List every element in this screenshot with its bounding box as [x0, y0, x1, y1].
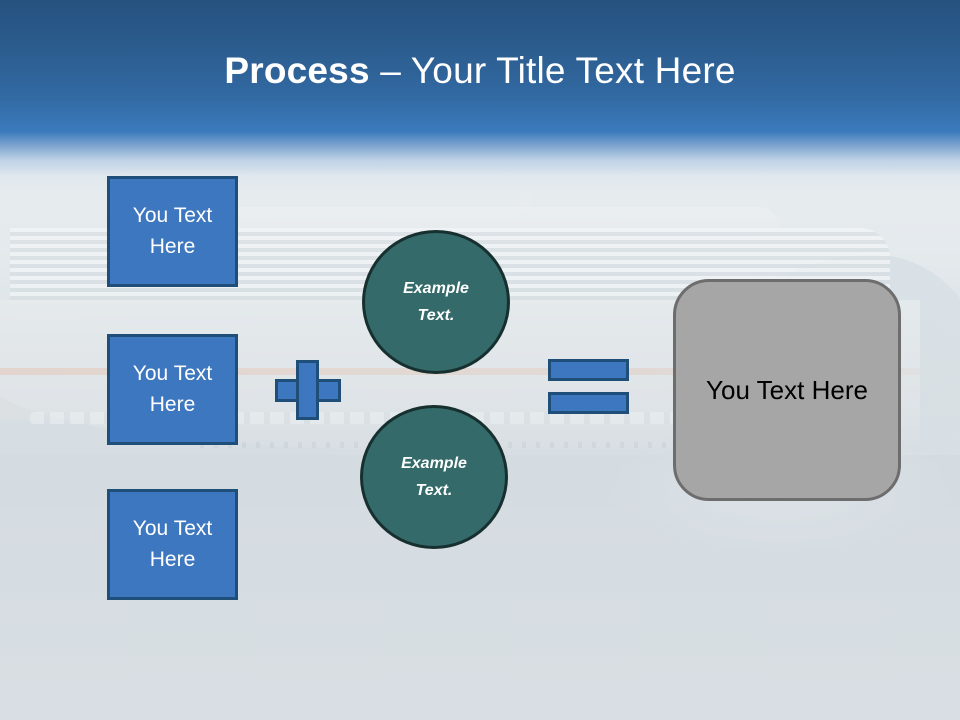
input-box-1[interactable]: You Text Here: [107, 176, 238, 287]
example-circle-1-line1: Example: [403, 279, 469, 297]
input-box-2-label: You Text Here: [132, 362, 213, 416]
input-box-1-label: You Text Here: [132, 204, 213, 258]
page-title-strong: Process: [224, 50, 370, 91]
result-box-label: You Text Here: [706, 374, 868, 405]
example-circle-2-line2: Text.: [415, 482, 453, 499]
plus-icon-center-fill: [299, 382, 316, 399]
input-box-3-label: You Text Here: [132, 517, 213, 571]
equals-icon-top-bar: [548, 359, 629, 381]
page-title-rest: – Your Title Text Here: [369, 50, 736, 91]
input-box-3[interactable]: You Text Here: [107, 489, 238, 600]
plus-icon: [275, 360, 341, 420]
example-circle-1[interactable]: Example Text.: [362, 230, 510, 374]
example-circle-2-line1: Example: [401, 454, 467, 472]
input-box-2[interactable]: You Text Here: [107, 334, 238, 445]
equals-icon: [548, 359, 629, 414]
example-circle-2[interactable]: Example Text.: [360, 405, 508, 549]
result-box[interactable]: You Text Here: [673, 279, 901, 501]
page-title: Process – Your Title Text Here: [0, 50, 960, 92]
equals-icon-bottom-bar: [548, 392, 629, 414]
example-circle-1-line2: Text.: [417, 307, 455, 324]
